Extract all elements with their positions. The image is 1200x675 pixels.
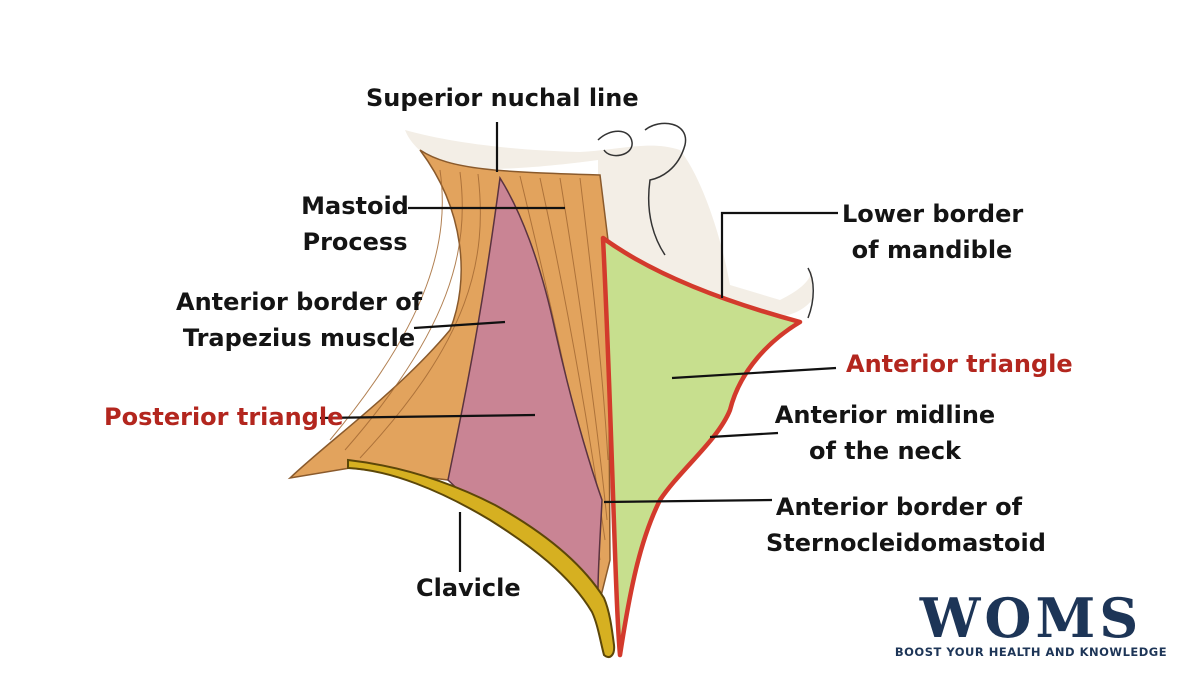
anterior-triangle-region xyxy=(603,238,800,655)
leader-lines xyxy=(319,122,838,572)
label-lower-border-mandible-line1: Lower border xyxy=(842,200,1024,228)
jaw-contour xyxy=(807,267,814,319)
label-superior-nuchal-line: Superior nuchal line xyxy=(366,84,639,112)
woms-logo: WOMS BOOST YOUR HEALTH AND KNOWLEDGE xyxy=(878,590,1184,662)
label-anterior-midline-line2: of the neck xyxy=(808,437,962,465)
label-anterior-triangle: Anterior triangle xyxy=(846,350,1073,378)
label-anterior-midline-line1: Anterior midline xyxy=(774,401,996,429)
ear-outline xyxy=(597,122,687,256)
muscle-fibers xyxy=(329,169,609,561)
anterior-triangle-border xyxy=(600,235,803,658)
label-anterior-border-trapezius-line2: Trapezius muscle xyxy=(182,324,416,352)
clavicle-bone xyxy=(347,458,616,658)
label-anterior-border-scm-line1: Anterior border of xyxy=(775,493,1023,521)
logo-wordmark: WOMS xyxy=(919,586,1143,650)
label-mastoid-process-line1: Mastoid xyxy=(301,192,409,220)
label-anterior-border-trapezius-line1: Anterior border of xyxy=(176,288,423,316)
label-clavicle: Clavicle xyxy=(416,574,521,602)
logo-tagline: BOOST YOUR HEALTH AND KNOWLEDGE xyxy=(894,645,1168,659)
label-lower-border-mandible-line2: of mandible xyxy=(851,236,1013,264)
label-anterior-border-scm-line2: Sternocleidomastoid xyxy=(766,529,1046,557)
posterior-triangle-region xyxy=(447,175,603,592)
label-posterior-triangle: Posterior triangle xyxy=(104,403,344,431)
skull-background xyxy=(405,130,812,317)
label-mastoid-process-line2: Process xyxy=(302,228,408,256)
